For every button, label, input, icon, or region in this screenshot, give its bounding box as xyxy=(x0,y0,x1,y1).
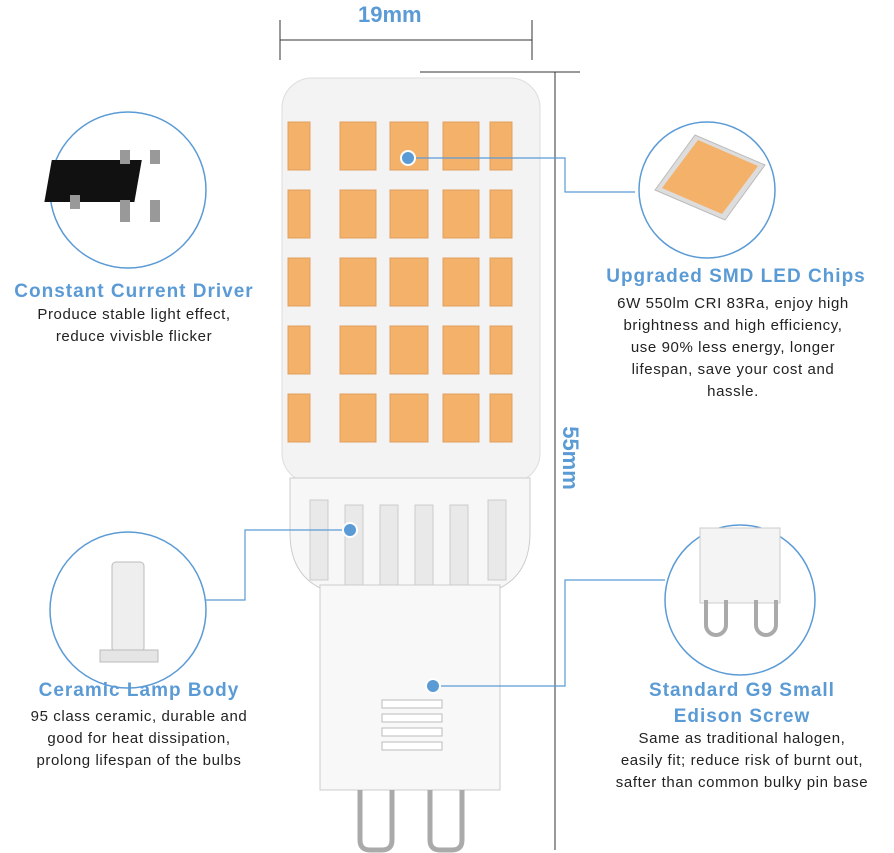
desc-line: lifespan, save your cost and xyxy=(631,361,835,378)
led-chip xyxy=(442,325,480,375)
callout-dot xyxy=(400,150,416,166)
desc-line: safter than common bulky pin base xyxy=(615,774,869,791)
led-chip xyxy=(339,189,377,239)
led-chip xyxy=(339,325,377,375)
led-chip xyxy=(339,121,377,171)
desc-line: Same as traditional halogen, xyxy=(638,730,846,747)
desc-line: prolong lifespan of the bulbs xyxy=(36,752,242,769)
led-chip xyxy=(287,393,311,443)
led-chip xyxy=(489,325,513,375)
led-chip xyxy=(287,189,311,239)
pin-icon xyxy=(357,790,395,853)
callout-dot xyxy=(342,522,358,538)
led-chip xyxy=(442,121,480,171)
desc-line: 6W 550lm CRI 83Ra, enjoy high xyxy=(617,295,849,312)
width-dimension-line xyxy=(279,20,533,60)
title-line: Standard G9 Small xyxy=(649,680,835,701)
height-label: 55mm xyxy=(557,426,583,490)
pin-sample-icon xyxy=(699,527,781,637)
led-chip xyxy=(389,189,429,239)
feature-title-led: Upgraded SMD LED Chips xyxy=(606,266,866,287)
led-chip xyxy=(389,325,429,375)
led-chip xyxy=(339,257,377,307)
led-chip xyxy=(489,393,513,443)
desc-line: brightness and high efficiency, xyxy=(623,317,843,334)
desc-line: hassle. xyxy=(707,383,759,400)
led-chip xyxy=(442,189,480,239)
feature-desc-driver: Produce stable light effect, reduce vivis… xyxy=(0,304,268,348)
desc-line: good for heat dissipation, xyxy=(47,730,231,747)
pin-icon xyxy=(427,790,465,853)
led-chip xyxy=(389,393,429,443)
desc-line: 95 class ceramic, durable and xyxy=(30,708,248,725)
callout-dot xyxy=(425,678,441,694)
led-chip xyxy=(442,257,480,307)
feature-title-driver: Constant Current Driver xyxy=(14,281,254,302)
led-chip xyxy=(287,325,311,375)
width-label: 19mm xyxy=(358,2,422,27)
height-dimension-line xyxy=(420,71,580,850)
led-chip xyxy=(489,121,513,171)
led-chip xyxy=(489,189,513,239)
desc-line: reduce vivisble flicker xyxy=(55,328,213,345)
desc-line: easily fit; reduce risk of burnt out, xyxy=(620,752,864,769)
desc-line: Produce stable light effect, xyxy=(37,306,231,323)
led-chip xyxy=(389,257,429,307)
g9-base xyxy=(319,584,501,791)
feature-desc-led: 6W 550lm CRI 83Ra, enjoy high brightness … xyxy=(588,293,878,403)
driver-chip-icon xyxy=(44,150,160,222)
led-chip xyxy=(339,393,377,443)
title-line: Edison Screw xyxy=(673,706,811,727)
desc-line: use 90% less energy, longer xyxy=(630,339,836,356)
led-chip xyxy=(287,121,311,171)
led-chip xyxy=(489,257,513,307)
feature-desc-ceramic: 95 class ceramic, durable and good for he… xyxy=(0,706,278,772)
feature-title-ceramic: Ceramic Lamp Body xyxy=(38,680,240,701)
led-grid xyxy=(287,121,513,443)
led-chip xyxy=(442,393,480,443)
ceramic-sample-icon xyxy=(99,561,159,663)
smd-chip-icon xyxy=(654,134,766,221)
led-chip xyxy=(287,257,311,307)
feature-desc-g9: Same as traditional halogen, easily fit; … xyxy=(590,728,894,794)
